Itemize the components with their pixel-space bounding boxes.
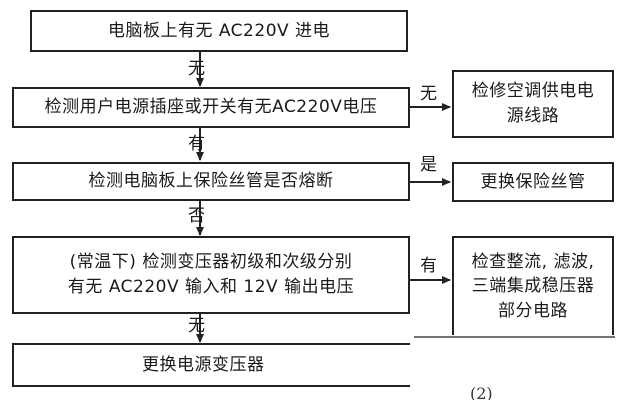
action-box-replace-fuse: 更换保险丝管 bbox=[452, 162, 614, 202]
step-text: 电脑板上有无 AC220V 进电 bbox=[107, 20, 331, 41]
step-box-replace-transformer: 更换电源变压器 bbox=[12, 343, 410, 387]
step-text: (常温下) 检测变压器初级和次级分别 有无 AC220V 输入和 12V 输出电… bbox=[67, 252, 355, 297]
edge-label-down-2: 有 bbox=[188, 134, 205, 154]
step-text: 更换电源变压器 bbox=[142, 354, 265, 375]
action-text: 检修空调供电电 源线路 bbox=[471, 81, 595, 126]
action-box-repair-power-line: 检修空调供电电 源线路 bbox=[452, 70, 614, 138]
step-box-check-transformer: (常温下) 检测变压器初级和次级分别 有无 AC220V 输入和 12V 输出电… bbox=[12, 236, 410, 314]
action-box-check-rectifier: 检查整流, 滤波, 三端集成稳压器 部分电路 bbox=[452, 236, 614, 335]
edge-label-down-3: 否 bbox=[188, 206, 205, 226]
step-box-check-fuse: 检测电脑板上保险丝管是否熔断 bbox=[12, 162, 410, 201]
step-box-ac220v-input: 电脑板上有无 AC220V 进电 bbox=[30, 10, 408, 52]
step-text: 检测用户电源插座或开关有无AC220V电压 bbox=[44, 97, 378, 118]
edge-label-right-3: 有 bbox=[420, 256, 437, 276]
figure-number: (2) bbox=[470, 384, 493, 400]
edge-label-down-4: 无 bbox=[188, 316, 205, 336]
action-text: 检查整流, 滤波, 三端集成稳压器 部分电路 bbox=[471, 251, 595, 321]
step-box-check-socket: 检测用户电源插座或开关有无AC220V电压 bbox=[12, 87, 410, 128]
edge-label-right-2: 是 bbox=[420, 155, 437, 175]
action-text: 更换保险丝管 bbox=[480, 171, 586, 192]
edge-label-down-1: 无 bbox=[188, 59, 205, 79]
edge-label-right-1: 无 bbox=[420, 84, 437, 104]
step-text: 检测电脑板上保险丝管是否熔断 bbox=[88, 171, 334, 192]
